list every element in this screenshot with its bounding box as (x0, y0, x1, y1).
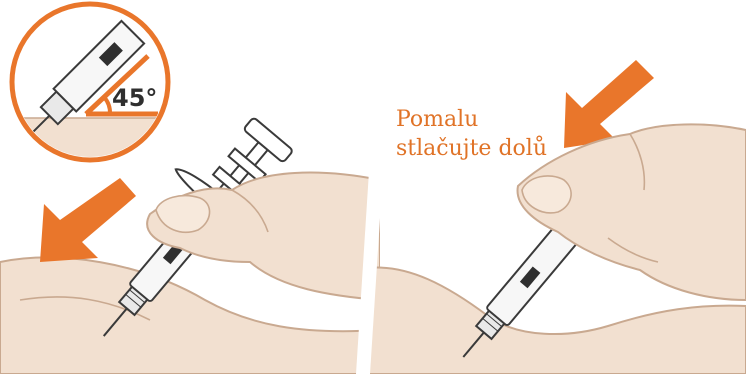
hand (147, 173, 380, 300)
angle-label: 45° (112, 84, 157, 112)
step-insert-needle-panel: 45° (0, 0, 380, 374)
arrow-down-left-icon (40, 178, 136, 262)
instruction-caption: Pomalu stlačujte dolů (396, 105, 596, 163)
caption-line-1: Pomalu (396, 105, 596, 134)
step-press-plunger-panel (368, 0, 746, 374)
insert-needle-illustration: 45° (0, 0, 380, 374)
caption-line-2: stlačujte dolů (396, 134, 596, 163)
press-plunger-illustration (368, 0, 746, 374)
angle-detail-inset: 45° (0, 4, 180, 168)
